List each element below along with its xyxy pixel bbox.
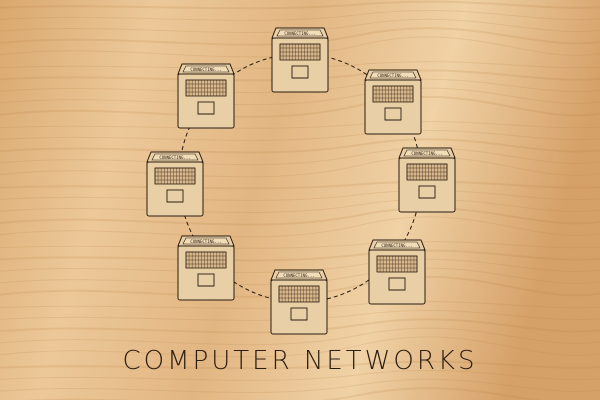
laptop-lower-right: CONNECTING...: [368, 239, 426, 305]
screen: [373, 241, 421, 249]
laptop-bottom: CONNECTING...: [270, 269, 328, 335]
keyboard: [376, 255, 418, 273]
screen: [369, 71, 417, 79]
screen-text: CONNECTING...: [284, 31, 315, 36]
laptop-left: CONNECTING...: [146, 151, 204, 217]
keyboard: [372, 85, 414, 103]
keyboard: [185, 251, 227, 269]
laptop-lower-left: CONNECTING...: [177, 235, 235, 301]
screen-text: CONNECTING...: [381, 243, 412, 248]
screen: [182, 65, 230, 73]
screen: [403, 149, 451, 157]
screen-text: CONNECTING...: [411, 151, 442, 156]
screen-text: CONNECTING...: [159, 155, 190, 160]
laptop-top: CONNECTING...: [271, 27, 329, 93]
screen: [275, 271, 323, 279]
screen: [276, 29, 324, 37]
screen: [182, 237, 230, 245]
screen-text: CONNECTING...: [190, 239, 221, 244]
screen-text: CONNECTING...: [190, 67, 221, 72]
laptop-right: CONNECTING...: [398, 147, 456, 213]
screen: [151, 153, 199, 161]
keyboard: [406, 163, 448, 181]
keyboard: [278, 285, 320, 303]
screen-text: CONNECTING...: [377, 73, 408, 78]
caption-title: COMPUTER NETWORKS: [122, 346, 478, 376]
keyboard: [279, 43, 321, 61]
laptop-upper-right: CONNECTING...: [364, 69, 422, 135]
keyboard: [185, 79, 227, 97]
laptop-upper-left: CONNECTING...: [177, 63, 235, 129]
keyboard: [154, 167, 196, 185]
screen-text: CONNECTING...: [283, 273, 314, 278]
